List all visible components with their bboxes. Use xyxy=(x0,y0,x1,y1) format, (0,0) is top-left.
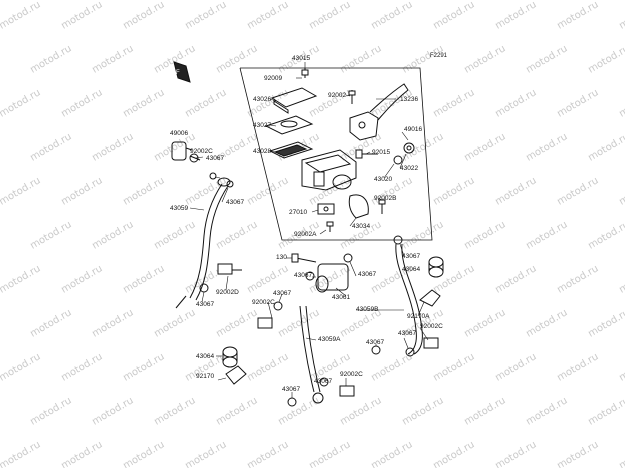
brake-lever xyxy=(349,83,409,141)
master-cylinder-body xyxy=(301,149,357,191)
washer-43067-a xyxy=(226,180,234,188)
brake-hose-43059b xyxy=(395,243,423,355)
screw-92002b xyxy=(378,199,386,214)
leader-lines xyxy=(189,62,431,398)
clip-92170 xyxy=(225,365,247,385)
reservoir-diaphragm xyxy=(264,115,314,135)
label-43026: 43026 xyxy=(253,96,272,103)
front-arrow-icon: F xyxy=(173,61,191,83)
label-43028: 43028 xyxy=(253,148,272,155)
bolt-92002d xyxy=(217,263,242,275)
grommet-43064-right xyxy=(428,256,444,278)
label-92002-top: 92002 xyxy=(328,92,347,99)
label-43064-left: 43064 xyxy=(196,353,215,360)
label-43064-right: 43064 xyxy=(402,266,421,273)
label-43022: 43022 xyxy=(400,165,419,172)
label-92002b: 92002B xyxy=(374,195,397,202)
brake-hose-43059 xyxy=(175,177,231,309)
label-92002c-mid: 92002C xyxy=(252,299,275,306)
label-43059: 43059 xyxy=(170,205,189,212)
cap-49006 xyxy=(171,141,193,161)
diagram-reference-code: F2291 xyxy=(430,53,448,59)
pivot-nut-43022 xyxy=(403,142,415,154)
label-49016: 49016 xyxy=(404,126,423,133)
label-43067-k: 43067 xyxy=(366,339,385,346)
washer-43067-i xyxy=(287,397,297,407)
label-43067-g: 43067 xyxy=(398,330,417,337)
label-92009: 92009 xyxy=(264,75,283,82)
label-43067-a: 43067 xyxy=(206,155,225,162)
label-43034: 43034 xyxy=(352,223,371,230)
label-92002a: 92002A xyxy=(294,231,317,238)
bolt-92002c-left xyxy=(189,153,201,163)
label-43067-i: 43067 xyxy=(282,386,301,393)
label-43059b: 43059B xyxy=(356,306,379,313)
grommet-43064-left xyxy=(222,346,238,368)
washer-43067-b xyxy=(209,172,217,180)
washer-43067-j xyxy=(319,377,329,387)
label-43061: 43061 xyxy=(332,294,351,301)
label-43015: 43015 xyxy=(292,55,311,62)
bolt-92002c-right xyxy=(423,337,439,349)
brake-hose-43059a xyxy=(299,305,324,404)
label-43067-h: 43067 xyxy=(273,290,292,297)
label-13236: 13236 xyxy=(400,96,419,103)
screw-92002a xyxy=(326,221,334,232)
bolt-130 xyxy=(291,253,317,263)
washer-43067-k xyxy=(371,345,381,355)
brake-switch-27010 xyxy=(317,203,335,215)
label-92170a: 92170A xyxy=(407,313,430,320)
label-92002c-right: 92002C xyxy=(420,323,443,330)
label-43020: 43020 xyxy=(374,176,393,183)
bolt-92015 xyxy=(355,149,378,159)
label-27010: 27010 xyxy=(289,209,308,216)
label-43067-f: 43067 xyxy=(402,253,421,260)
label-92002d: 92002D xyxy=(216,289,239,296)
label-49006: 49006 xyxy=(170,130,189,137)
reservoir-cap xyxy=(270,87,318,114)
label-130: 130 xyxy=(276,254,287,261)
washer-43067-h xyxy=(273,301,283,311)
clip-92170a xyxy=(419,289,441,307)
label-43067-b: 43067 xyxy=(226,199,245,206)
junction-43061 xyxy=(315,263,349,293)
bolt-92002c-bottom xyxy=(339,385,355,397)
screw-43015 xyxy=(301,68,309,78)
label-43059a: 43059A xyxy=(318,336,341,343)
label-43027: 43027 xyxy=(253,122,272,129)
reservoir-plate xyxy=(268,141,314,159)
washer-43020 xyxy=(393,155,403,165)
label-43067-e: 43067 xyxy=(358,271,377,278)
clamp-43034 xyxy=(348,194,369,219)
assembly-frame xyxy=(239,67,433,241)
screw-92002-top xyxy=(348,90,356,104)
label-92002c-bottom: 92002C xyxy=(340,371,363,378)
washer-43067-d xyxy=(305,271,315,281)
washer-43067-e xyxy=(343,253,353,263)
svg-text:F: F xyxy=(176,70,180,76)
label-43067-j: 43067 xyxy=(314,378,333,385)
washer-43067-g xyxy=(405,347,415,357)
label-92002c-left: 92002C xyxy=(190,148,213,155)
label-92170: 92170 xyxy=(196,373,215,380)
label-92015: 92015 xyxy=(372,149,391,156)
label-43067-c: 43067 xyxy=(196,301,215,308)
washer-43067-f xyxy=(393,235,403,245)
bolt-92002c-mid xyxy=(257,317,273,329)
label-43067-d: 43067 xyxy=(294,272,313,279)
